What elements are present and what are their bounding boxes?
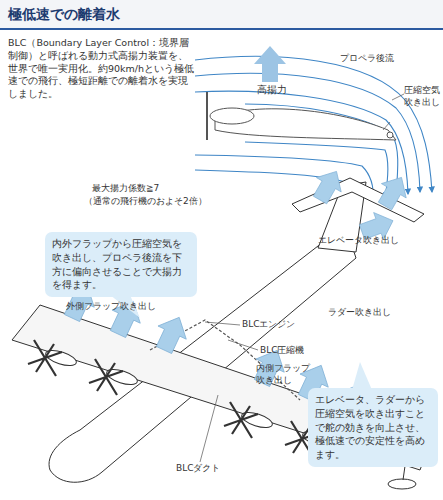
- nacelle: [210, 108, 254, 124]
- title: 極低速での離着水: [8, 5, 120, 24]
- part-label: 外側フラップ吹き出し: [66, 300, 176, 312]
- leader-line: [383, 122, 390, 130]
- part-label: 圧縮空気吹き出し: [404, 84, 443, 108]
- part-label: BLC（Boundary Layer Control：境界層制御）と呼ばれる動力…: [8, 37, 196, 101]
- leaders: [200, 322, 258, 462]
- propeller: [28, 340, 62, 376]
- blow-slot: [387, 132, 393, 138]
- part-label: BLCエンジン: [242, 318, 332, 330]
- propeller: [206, 92, 208, 140]
- part-label: （通常の飛行機のおよそ2倍）: [84, 195, 234, 207]
- part-label: エレベータ吹き出し: [318, 234, 428, 246]
- callout-text: 内外フラップから圧縮空気を吹き出し、プロペラ後流を下方に偏向させることで大揚力を…: [52, 237, 190, 292]
- wing-float: [388, 479, 416, 489]
- lift-arrow: [254, 46, 286, 82]
- leader-line: [392, 94, 404, 100]
- part-label: プロペラ後流: [340, 52, 420, 64]
- flap-blow-arrow: [150, 311, 193, 357]
- leader-line: [200, 395, 218, 462]
- callout-box: エレベータ、ラダーから圧縮空気を吹き出すことで舵の効きを向上させ、極低速での安定…: [308, 388, 438, 467]
- streamline: [195, 91, 408, 194]
- propellers: [28, 340, 319, 457]
- part-label: BLC圧縮機: [260, 344, 340, 356]
- title-rule: [0, 28, 443, 30]
- leader-line: [228, 340, 258, 350]
- part-label: 内側フラップ吹き出し: [256, 362, 316, 386]
- part-label: BLCダクト: [176, 462, 256, 474]
- part-label: 高揚力: [257, 84, 297, 97]
- propeller: [89, 359, 123, 395]
- elevator-blow-arrow: [308, 164, 349, 207]
- engines: [44, 347, 335, 449]
- part-label: ラダー吹き出し: [328, 306, 418, 318]
- part-label: 最大揚力係数≧7: [92, 182, 232, 194]
- propeller: [224, 402, 258, 438]
- horizontal-tail: [292, 178, 424, 222]
- elevator-blow-arrow: [373, 170, 414, 213]
- callout-box: 内外フラップから圧縮空気を吹き出し、プロペラ後流を下方に偏向させることで大揚力を…: [45, 232, 197, 297]
- callout-pointer: [352, 362, 372, 390]
- callout-text: エレベータ、ラダーから圧縮空気を吹き出すことで舵の効きを向上させ、極低速での安定…: [315, 393, 431, 462]
- title-band: [0, 0, 443, 29]
- leader-line: [205, 322, 240, 325]
- float-strut: [403, 466, 405, 480]
